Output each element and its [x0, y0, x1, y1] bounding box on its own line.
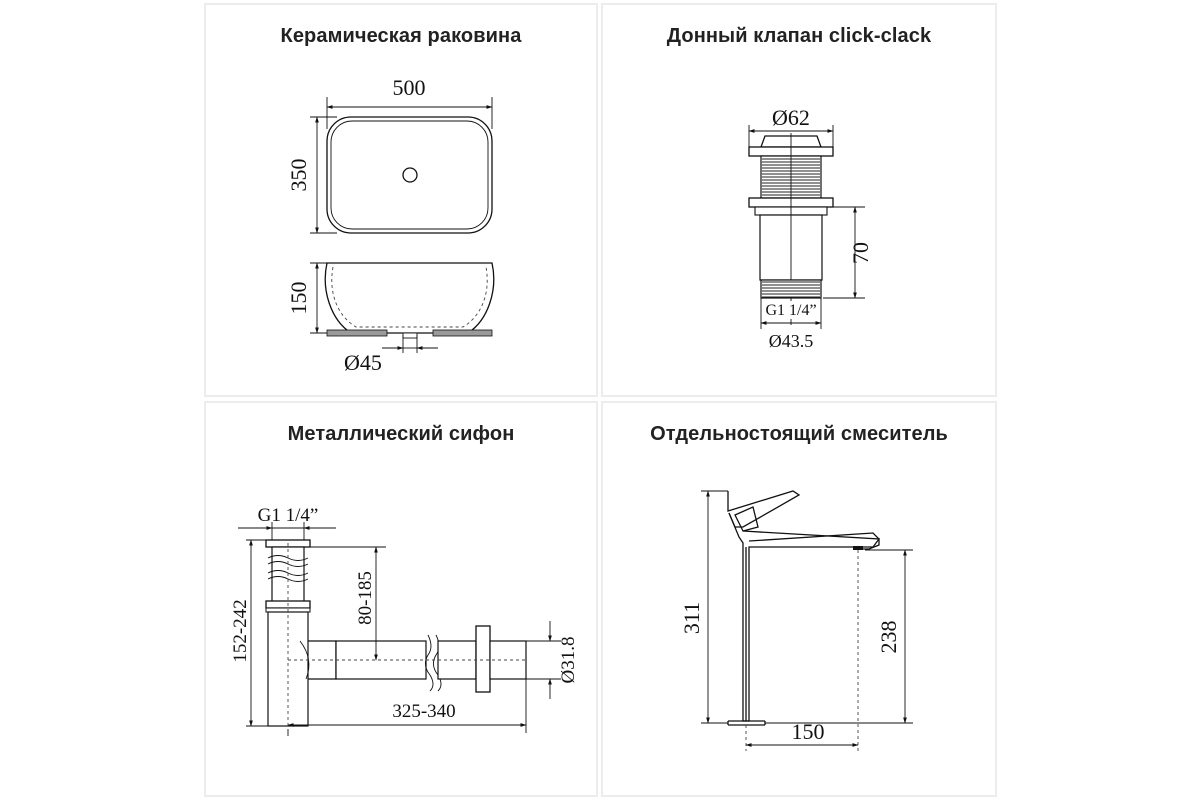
- basin-side-view: [324, 262, 495, 339]
- basin-depth-dimension: 350: [286, 116, 337, 234]
- siphon-title: Металлический сифон: [287, 423, 515, 445]
- siphon-panel: Металлический сифон G1 1/4”: [204, 401, 598, 797]
- basin-width-dimension: 500: [326, 75, 493, 129]
- mixer-spout-height-dimension: 238: [765, 549, 913, 724]
- siphon-height-label: 152-242: [230, 599, 251, 662]
- basin-depth-label: 350: [286, 159, 311, 192]
- valve-body-label: Ø43.5: [769, 331, 814, 351]
- basin-width-label: 500: [393, 75, 426, 100]
- siphon-vertical-label: 80-185: [355, 571, 376, 625]
- mixer-spout-height-label: 238: [876, 621, 901, 654]
- mixer-body: [701, 490, 881, 753]
- basin-drain-label: Ø45: [344, 350, 382, 375]
- valve-thread-label: G1 1/4”: [765, 302, 816, 319]
- basin-drain-dimension: Ø45: [344, 335, 438, 375]
- valve-body: [748, 133, 834, 325]
- mixer-drawing: 311 238 150: [679, 490, 913, 753]
- mixer-title: Отдельностоящий смеситель: [650, 423, 948, 445]
- siphon-thread-dimension: G1 1/4”: [238, 505, 336, 540]
- basin-top-view: [326, 116, 493, 234]
- mixer-spout-reach-label: 150: [792, 719, 825, 744]
- valve-panel: Донный клапан click-clack Ø62: [601, 3, 997, 397]
- valve-height-label: 70: [848, 242, 873, 264]
- siphon-outlet-dimension: Ø31.8: [526, 621, 579, 699]
- basin-drain-hole: [402, 167, 418, 183]
- siphon-length-label: 325-340: [392, 701, 455, 722]
- basin-panel: Керамическая раковина 500 350: [204, 3, 598, 397]
- mixer-height-label: 311: [679, 602, 704, 634]
- siphon-outlet-label: Ø31.8: [558, 637, 579, 684]
- valve-height-dimension: 70: [823, 206, 873, 299]
- siphon-height-dimension: 152-242: [230, 539, 268, 727]
- mixer-panel: Отдельностоящий смеситель: [601, 401, 997, 797]
- basin-height-label: 150: [286, 282, 311, 315]
- mixer-spout-reach-dimension: 150: [745, 719, 859, 747]
- valve-thread-dimension: G1 1/4” Ø43.5: [760, 298, 822, 351]
- siphon-thread-label: G1 1/4”: [258, 505, 319, 526]
- basin-height-dimension: 150: [286, 262, 331, 334]
- siphon-body: [265, 539, 528, 729]
- valve-drawing: Ø62: [748, 105, 873, 351]
- valve-title: Донный клапан click-clack: [666, 25, 932, 47]
- siphon-length-dimension: 325-340: [287, 679, 527, 736]
- mixer-height-dimension: 311: [679, 490, 728, 724]
- basin-drawing: 500 350 150: [286, 75, 495, 375]
- valve-cap-label: Ø62: [772, 105, 810, 130]
- siphon-drawing: G1 1/4”: [230, 505, 579, 736]
- siphon-vertical-dimension: 80-185: [310, 546, 386, 661]
- basin-title: Керамическая раковина: [280, 25, 522, 47]
